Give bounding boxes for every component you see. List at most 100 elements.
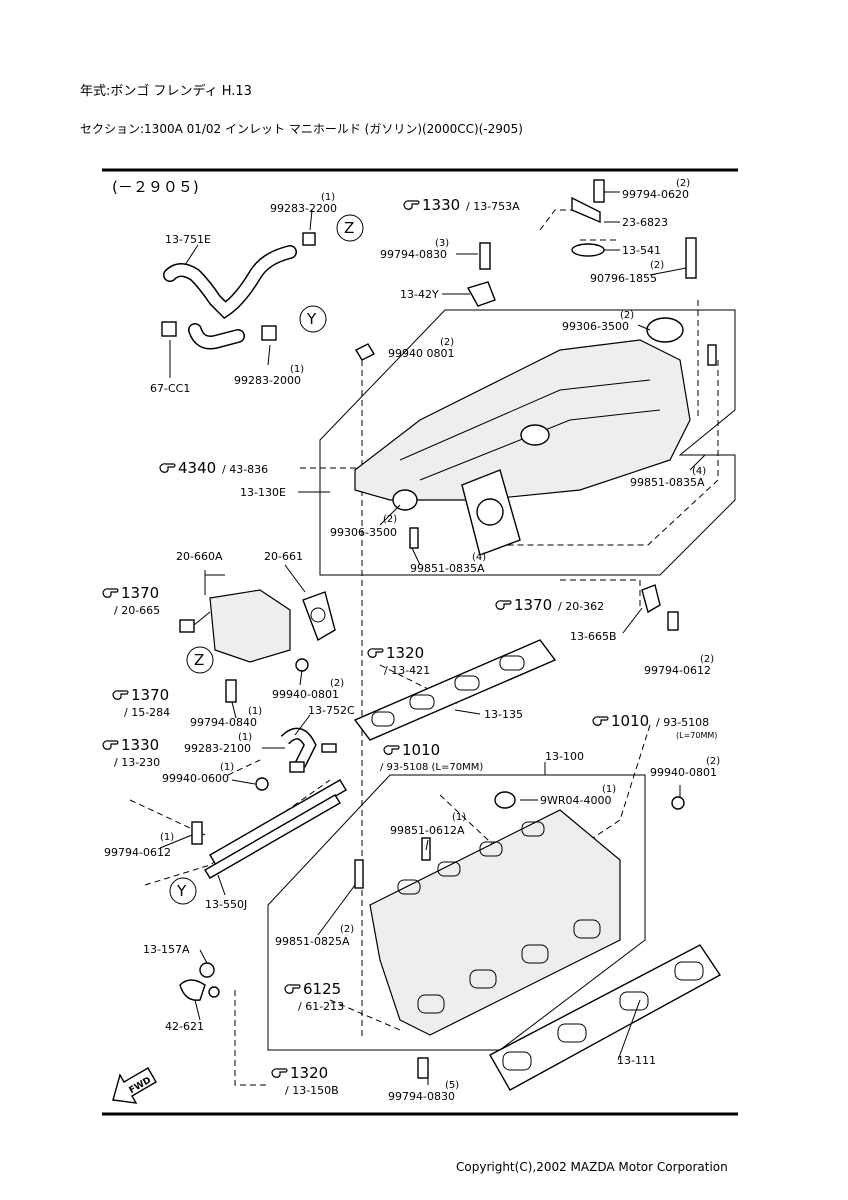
pointing-hand-icon: [159, 463, 176, 473]
qty-99283-2200: (1): [321, 192, 335, 203]
section-title: セクション:1300A 01/02 インレット マニホールド (ガソリン)(20…: [80, 122, 523, 136]
qty-99851-0835A-l: (4): [472, 552, 486, 563]
fwd-arrow: FWD: [112, 1067, 157, 1104]
ref-1370-20-665[interactable]: 1370 / 20-665: [102, 584, 160, 617]
qty-99851-0835A-r: (4): [692, 466, 706, 477]
label-99851-0612A: 99851-0612A: [390, 824, 465, 837]
label-99794-0612-l: 99794-0612: [104, 846, 171, 859]
qty-99794-0612-l: (1): [160, 832, 174, 843]
ref-1370-15-284[interactable]: 1370 / 15-284: [112, 686, 170, 719]
upper-manifold-frame: [319, 309, 736, 576]
pipe-13-550J: [209, 779, 347, 866]
callout-z-low: Z: [186, 646, 214, 674]
ref-1010-93-5108-b[interactable]: 1010 / 93-5108 (L=70MM): [592, 712, 717, 740]
pointing-hand-icon: [495, 600, 512, 610]
svg-text:Y: Y: [176, 882, 187, 900]
label-99794-0612-r: 99794-0612: [644, 664, 711, 677]
callout-z-top: Z: [336, 214, 364, 242]
label-99306-3500-low: 99306-3500: [330, 526, 397, 539]
bracket-13-42Y: [466, 281, 496, 307]
qty-99794-0620: (2): [676, 178, 690, 189]
connector-42-621: [179, 979, 206, 1001]
qty-99794-0612-r: (2): [700, 654, 714, 665]
ref-1320-13-421[interactable]: 1320 / 13-421: [367, 644, 430, 677]
svg-text:1370: 1370: [514, 596, 552, 614]
svg-text:6125: 6125: [303, 980, 341, 998]
gasket-13-135: [353, 639, 557, 741]
ref-1330-13-753A[interactable]: 1330 / 13-753A: [403, 196, 520, 214]
svg-text:/ 93-5108: / 93-5108: [656, 716, 709, 729]
pointing-hand-icon: [592, 716, 609, 726]
pointing-hand-icon: [284, 984, 301, 994]
svg-text:1320: 1320: [290, 1064, 328, 1082]
hose-clamp-lower: [161, 321, 177, 337]
label-67-CC1: 67-CC1: [150, 382, 190, 395]
ref-1370-20-362[interactable]: 1370 / 20-362: [495, 596, 604, 614]
gasket-13-111: [489, 944, 722, 1091]
label-99794-0620: 99794-0620: [622, 188, 689, 201]
svg-text:/ 13-150B: / 13-150B: [285, 1084, 339, 1097]
qty-99794-0830-top: (3): [435, 238, 449, 249]
ref-1010-93-5108-a[interactable]: 1010 / 93-5108 (L=70MM): [380, 741, 483, 773]
label-13-541: 13-541: [622, 244, 661, 257]
svg-text:/ 43-836: / 43-836: [222, 463, 268, 476]
svg-text:4340: 4340: [178, 459, 216, 477]
lower-manifold-frame: [267, 774, 646, 1051]
svg-text:Z: Z: [344, 219, 354, 237]
label-99940-0801-mid: 99940-0801: [272, 688, 339, 701]
label-13-751E: 13-751E: [165, 233, 211, 246]
qty-9WR04-4000: (1): [602, 784, 616, 795]
bolt-90796-1855: [685, 237, 697, 279]
svg-text:1370: 1370: [131, 686, 169, 704]
bolt-99794-0620: [593, 179, 605, 203]
ref-1320-13-150B[interactable]: 1320 / 13-150B: [271, 1064, 339, 1097]
label-90796-1855: 90796-1855: [590, 272, 657, 285]
callout-y-top: Y: [299, 305, 327, 333]
label-13-665B: 13-665B: [570, 630, 617, 643]
label-20-661: 20-661: [264, 550, 303, 563]
ref-1330-13-230[interactable]: 1330 / 13-230: [102, 736, 160, 769]
label-20-660A: 20-660A: [176, 550, 223, 563]
svg-text:/ 61-213: / 61-213: [298, 1000, 344, 1013]
sensor-23-6823: [571, 196, 601, 224]
label-13-157A: 13-157A: [143, 943, 190, 956]
label-99794-0830-bot: 99794-0830: [388, 1090, 455, 1103]
pointing-hand-icon: [102, 588, 119, 598]
label-99306-3500-top: 99306-3500: [562, 320, 629, 333]
svg-text:1330: 1330: [422, 196, 460, 214]
gasket-13-541: [571, 243, 605, 257]
svg-text:(L=70MM): (L=70MM): [676, 731, 717, 740]
label-99794-0830-top: 99794-0830: [380, 248, 447, 261]
plug-cap-lower: [392, 489, 418, 511]
svg-text:Z: Z: [194, 651, 204, 669]
qty-99283-2000: (1): [290, 364, 304, 375]
label-99851-0825A: 99851-0825A: [275, 935, 350, 948]
label-99851-0835A-l: 99851-0835A: [410, 562, 485, 575]
ref-4340-43-836[interactable]: 4340 / 43-836: [159, 459, 268, 477]
qty-99940-0801-mid: (2): [330, 678, 344, 689]
qty-99851-0825A: (2): [340, 924, 354, 935]
qty-99940-0801-top: (2): [440, 337, 454, 348]
qty-90796-1855: (2): [650, 260, 664, 271]
svg-text:1330: 1330: [121, 736, 159, 754]
iac-valve: [209, 589, 291, 663]
hose-clamp-top: [302, 232, 316, 246]
gasket-20-661: [302, 591, 336, 642]
callout-y-low: Y: [169, 877, 197, 905]
qty-99851-0612A: (1): [452, 812, 466, 823]
label-99794-0840: 99794-0840: [190, 716, 257, 729]
svg-text:Y: Y: [306, 310, 317, 328]
svg-text:/ 13-421: / 13-421: [384, 664, 430, 677]
qty-99306-3500-low: (2): [383, 514, 397, 525]
svg-text:1320: 1320: [386, 644, 424, 662]
qty-99283-2100: (1): [238, 732, 252, 743]
svg-text:1010: 1010: [402, 741, 440, 759]
qty-99940-0801-r: (2): [706, 756, 720, 767]
svg-text:/ 15-284: / 15-284: [124, 706, 170, 719]
ref-6125-61-213[interactable]: 6125 / 61-213: [284, 980, 344, 1013]
pointing-hand-icon: [403, 200, 420, 210]
pointing-hand-icon: [271, 1068, 288, 1078]
label-99851-0835A-r: 99851-0835A: [630, 476, 705, 489]
label-13-130E: 13-130E: [240, 486, 286, 499]
